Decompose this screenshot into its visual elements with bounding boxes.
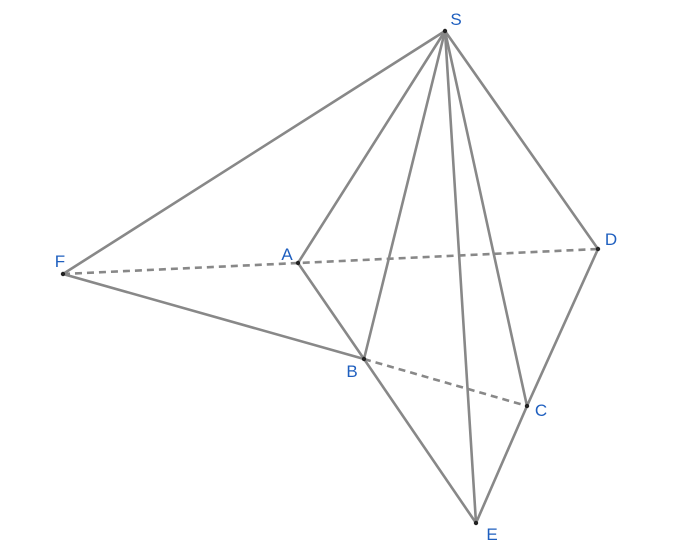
vertex-e <box>473 520 479 526</box>
vertex-a <box>295 260 301 266</box>
vertex-b <box>361 356 367 362</box>
vertex-c <box>524 403 530 409</box>
segment-bc-dashed <box>363 357 528 408</box>
vertices-group <box>60 28 601 526</box>
segment-sf <box>61 29 447 276</box>
vertex-s <box>442 28 448 34</box>
segment-ab <box>296 261 366 361</box>
vertex-label-f: F <box>55 252 65 271</box>
segment-fb <box>61 272 366 361</box>
segment-se <box>443 29 478 525</box>
segment-cd <box>525 247 600 408</box>
vertex-label-a: A <box>281 245 293 264</box>
vertex-label-s: S <box>450 10 461 29</box>
segment-sc <box>443 29 529 408</box>
segment-sa <box>296 29 447 265</box>
vertex-label-b: B <box>346 362 357 381</box>
vertex-label-c: C <box>535 401 547 420</box>
segment-be <box>362 357 478 525</box>
edges-group <box>61 29 600 525</box>
vertex-label-d: D <box>605 230 617 249</box>
segment-sd <box>443 29 600 251</box>
vertex-d <box>595 246 601 252</box>
segment-fd-dashed <box>62 247 599 276</box>
segment-ec <box>474 404 529 525</box>
vertex-f <box>60 271 66 277</box>
labels-group: S A B C D E F <box>55 10 617 544</box>
segment-sb <box>362 29 447 361</box>
vertex-label-e: E <box>486 525 497 544</box>
